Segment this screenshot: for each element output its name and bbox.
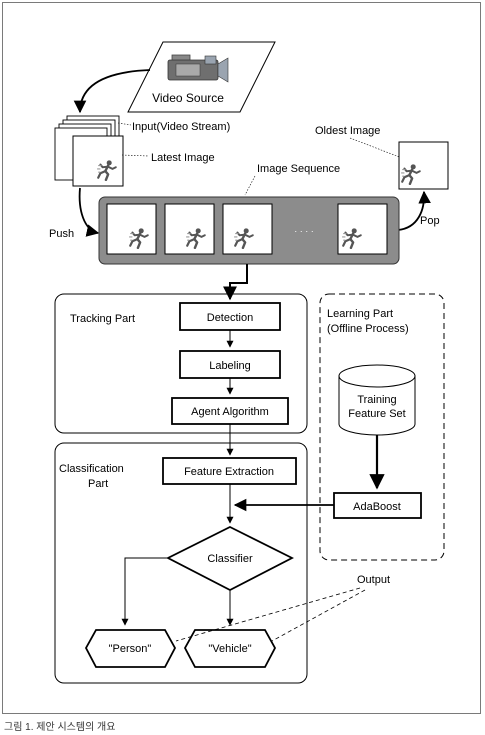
- classifier-to-person-arrow: [121, 557, 168, 626]
- feature-extraction-box: Feature Extraction: [162, 457, 297, 485]
- vehicle-label: "Vehicle": [208, 643, 251, 655]
- source-to-input-arrow: [73, 69, 151, 114]
- labeling-label: Labeling: [209, 360, 251, 372]
- person-label: "Person": [109, 643, 152, 655]
- labeling-box: Labeling: [179, 350, 281, 379]
- classification-part-container: [54, 442, 308, 684]
- person-output: "Person": [84, 629, 177, 668]
- sequence-to-detection-arrow: [223, 264, 248, 301]
- classifier-label: Classifier: [207, 553, 253, 565]
- output-label: Output: [357, 574, 390, 586]
- pop-arrow: [397, 190, 431, 231]
- image-sequence: · · · ·: [98, 196, 400, 265]
- oldest-image-label: Oldest Image: [315, 125, 380, 137]
- video-source-label: Video Source: [152, 91, 224, 105]
- video-source: Video Source: [127, 41, 276, 113]
- image-sequence-label: Image Sequence: [257, 163, 340, 175]
- vehicle-output: "Vehicle": [183, 629, 277, 668]
- tracking-part-container: [54, 293, 308, 434]
- figure-caption: 그림 1. 제안 시스템의 개요: [4, 722, 116, 733]
- detection-label: Detection: [207, 312, 253, 324]
- push-arrow: [78, 187, 100, 237]
- pop-label: Pop: [420, 215, 440, 227]
- adaboost-label: AdaBoost: [353, 501, 401, 513]
- training-feature-set-db: Training Feature Set: [338, 364, 416, 436]
- push-label: Push: [49, 228, 74, 240]
- classifier-diamond: Classifier: [166, 525, 294, 592]
- oldest-image: [398, 141, 449, 190]
- camera-icon: [167, 54, 229, 83]
- input-label: Input(Video Stream): [132, 121, 230, 133]
- classification-part-title-line1: Classification: [59, 463, 124, 475]
- learning-part-title-line1: Learning Part: [327, 308, 393, 320]
- agent-algorithm-label: Agent Algorithm: [191, 406, 269, 418]
- figure-frame: [2, 2, 481, 714]
- detection-box: Detection: [179, 302, 281, 331]
- classification-part-title-line2: Part: [88, 478, 108, 490]
- tracking-part-title: Tracking Part: [70, 313, 135, 325]
- input-image-stack: [54, 115, 124, 187]
- feature-extraction-label: Feature Extraction: [184, 466, 274, 478]
- adaboost-box: AdaBoost: [333, 492, 422, 519]
- latest-image-label: Latest Image: [151, 152, 215, 164]
- sequence-ellipsis: · · · ·: [294, 226, 314, 236]
- db-label-line2: Feature Set: [348, 408, 405, 420]
- agent-algorithm-box: Agent Algorithm: [171, 397, 289, 425]
- db-label-line1: Training: [357, 394, 396, 406]
- learning-part-container: [319, 293, 445, 561]
- learning-part-title-line2: (Offline Process): [327, 323, 409, 335]
